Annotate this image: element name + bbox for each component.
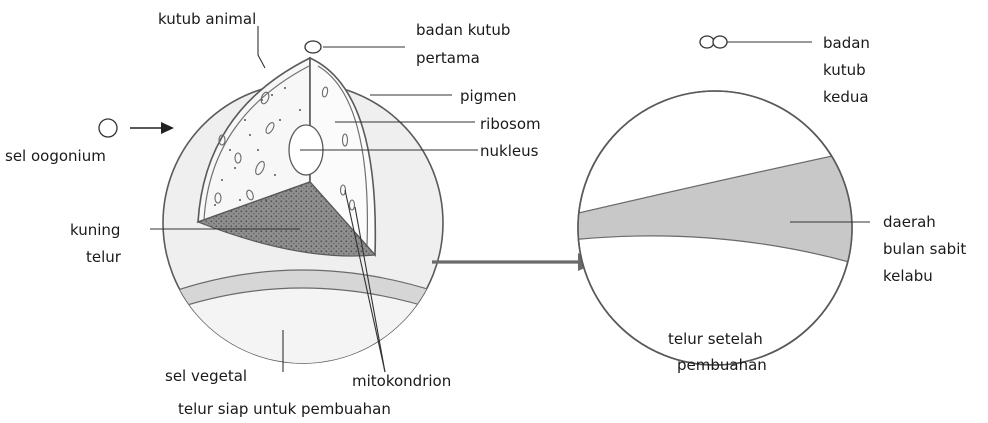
label-nukleus: nukleus: [480, 142, 539, 160]
label-kuning-telur-2: telur: [86, 248, 122, 266]
label-badan-kutub-kedua-3: kedua: [823, 88, 869, 106]
label-badan-kutub-pertama-2: pertama: [416, 49, 480, 67]
fertilized-egg: [570, 36, 860, 365]
label-badan-kutub-kedua-2: kutub: [823, 61, 866, 79]
label-badan-kutub-pertama-1: badan kutub: [416, 21, 510, 39]
second-polar-bodies: [700, 36, 727, 48]
label-mitokondrion: mitokondrion: [352, 372, 451, 390]
label-pigmen: pigmen: [460, 87, 517, 105]
label-sel-oogonium: sel oogonium: [5, 147, 106, 165]
label-kutub-animal: kutub animal: [158, 10, 256, 28]
caption-telur-setelah-2: pembuahan: [677, 356, 767, 374]
label-daerah-2: bulan sabit: [883, 240, 966, 258]
label-daerah-3: kelabu: [883, 267, 933, 285]
oogonium-arrow-head: [161, 122, 174, 134]
label-kuning-telur-1: kuning: [70, 221, 120, 239]
label-ribosom: ribosom: [480, 115, 541, 133]
caption-telur-setelah-1: telur setelah: [668, 330, 763, 348]
caption-telur-siap: telur siap untuk pembuahan: [178, 400, 391, 418]
first-polar-body: [305, 41, 321, 53]
label-daerah-1: daerah: [883, 213, 936, 231]
label-badan-kutub-kedua-1: badan: [823, 34, 870, 52]
oogonium-cell: [99, 119, 117, 137]
label-sel-vegetal: sel vegetal: [165, 367, 247, 385]
